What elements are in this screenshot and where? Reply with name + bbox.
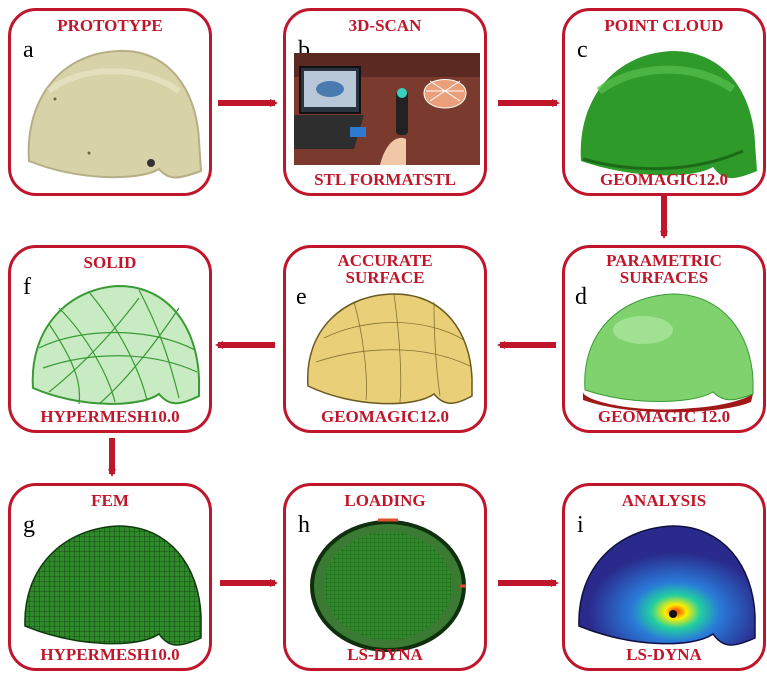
panel-caption: STL FORMATSTL [286, 171, 484, 189]
panel-title-line: PARAMETRIC [565, 252, 763, 269]
scan-setup-photo [294, 31, 480, 179]
yellow-surface-helmet [294, 268, 480, 416]
panel-caption: HYPERMESH10.0 [11, 408, 209, 426]
panel-caption: GEOMAGIC12.0 [565, 171, 763, 189]
panel-caption: GEOMAGIC 12.0 [565, 408, 763, 426]
loading-top-view-helmet [294, 506, 480, 654]
panel-d-parametric-surfaces: PARAMETRIC SURFACES d GEOMAGIC 12.0 [562, 245, 766, 433]
panel-c-point-cloud: POINT CLOUD c GEOMAGIC12.0 [562, 8, 766, 196]
wireframe-solid-helmet [19, 268, 205, 416]
panel-i-analysis: ANALYSIS i LS-DYNA [562, 483, 766, 671]
fem-mesh-helmet [19, 506, 205, 654]
khaki-helmet-image [19, 31, 205, 179]
panel-title-line: ACCURATE [286, 252, 484, 269]
panel-caption: LS-DYNA [565, 646, 763, 664]
analysis-stress-contour-helmet [573, 506, 759, 654]
panel-h-loading: LOADING h LS-DYNA [283, 483, 487, 671]
panel-b-3d-scan: 3D-SCAN b STL FORMATSTL [283, 8, 487, 196]
panel-caption: HYPERMESH10.0 [11, 646, 209, 664]
parametric-green-helmet [573, 268, 759, 416]
green-point-cloud-helmet [573, 31, 759, 179]
panel-g-fem: FEM g HYPERMESH10.0 [8, 483, 212, 671]
panel-e-accurate-surface: ACCURATE SURFACE e GEOMAGIC12.0 [283, 245, 487, 433]
panel-caption: GEOMAGIC12.0 [286, 408, 484, 426]
panel-a-prototype: PROTOTYPE a [8, 8, 212, 196]
panel-caption: LS-DYNA [286, 646, 484, 664]
panel-f-solid: SOLID f HYPERMESH10.0 [8, 245, 212, 433]
